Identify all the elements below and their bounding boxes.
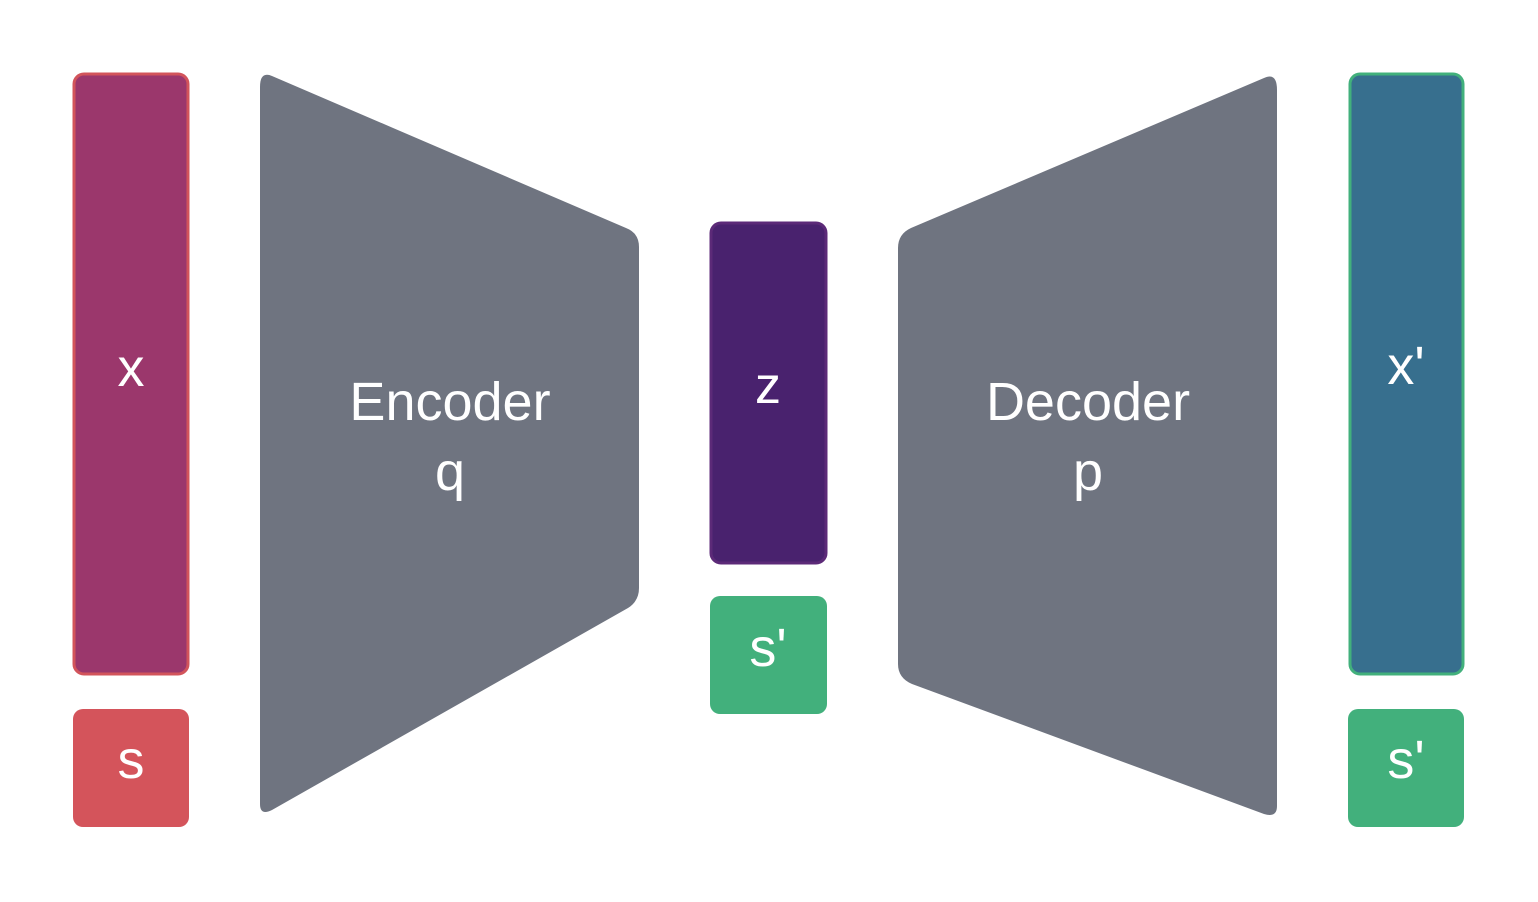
input-x-label: x bbox=[118, 338, 145, 398]
output-x-prime-label: x' bbox=[1387, 336, 1424, 396]
output-s-prime-rect bbox=[1348, 709, 1464, 827]
latent-s-prime-label: s' bbox=[749, 618, 786, 678]
output-x-prime-block: x' bbox=[1348, 72, 1465, 676]
decoder-title: Decoder bbox=[986, 372, 1190, 432]
output-x-prime-rect bbox=[1348, 72, 1465, 676]
latent-s-prime-rect bbox=[710, 596, 827, 714]
latent-z-label: z bbox=[755, 357, 781, 415]
encoder-symbol: q bbox=[435, 442, 465, 502]
decoder-symbol: p bbox=[1073, 442, 1103, 502]
decoder-block: Decoder p bbox=[898, 76, 1277, 815]
input-s-rect bbox=[73, 709, 189, 827]
latent-s-prime-block: s' bbox=[710, 596, 827, 714]
output-s-prime-label: s' bbox=[1387, 730, 1424, 790]
input-x-block: x bbox=[72, 72, 190, 676]
decoder-shape bbox=[898, 76, 1277, 815]
input-s-label: s bbox=[118, 730, 145, 790]
input-s-block: s bbox=[73, 709, 189, 827]
output-s-prime-block: s' bbox=[1348, 709, 1464, 827]
encoder-block: Encoder q bbox=[260, 74, 639, 813]
encoder-shape bbox=[260, 74, 639, 813]
latent-z-rect bbox=[709, 221, 828, 565]
input-x-rect bbox=[72, 72, 190, 676]
encoder-title: Encoder bbox=[349, 372, 550, 432]
latent-z-block: z bbox=[709, 221, 828, 565]
